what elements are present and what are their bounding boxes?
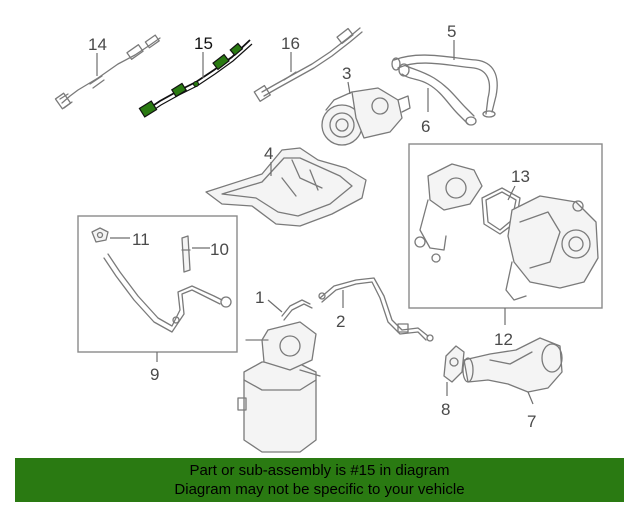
callout-1[interactable]: 1 — [255, 288, 264, 307]
part-11-clip[interactable] — [91, 227, 109, 243]
callout-9[interactable]: 9 — [150, 365, 159, 384]
callout-6[interactable]: 6 — [421, 117, 430, 136]
part-6-hose[interactable] — [398, 63, 477, 126]
parts-diagram: 14 15 16 3 5 — [54, 22, 603, 453]
part-12-assembly[interactable] — [414, 163, 483, 263]
part-info-banner: Part or sub-assembly is #15 in diagram D… — [15, 458, 624, 502]
callout-4[interactable]: 4 — [264, 144, 273, 163]
part-8-gasket[interactable] — [443, 345, 465, 383]
part-14-sensor[interactable] — [54, 34, 161, 110]
callout-13[interactable]: 13 — [511, 167, 530, 186]
leader-3 — [347, 81, 351, 95]
leader-1 — [267, 299, 283, 313]
leader-13 — [507, 185, 516, 201]
callout-8[interactable]: 8 — [441, 400, 450, 419]
callout-10[interactable]: 10 — [210, 240, 229, 259]
callout-5[interactable]: 5 — [447, 22, 456, 41]
part-canister[interactable] — [237, 321, 321, 453]
part-3-pump[interactable] — [321, 87, 411, 146]
callout-3[interactable]: 3 — [342, 64, 351, 83]
callout-16[interactable]: 16 — [281, 34, 300, 53]
banner-line-part: Part or sub-assembly is #15 in diagram — [189, 462, 450, 479]
part-7-elbow[interactable] — [462, 337, 563, 393]
banner-line-disclaimer: Diagram may not be specific to your vehi… — [174, 481, 465, 498]
part-2-line[interactable] — [318, 277, 434, 342]
callout-12[interactable]: 12 — [494, 330, 513, 349]
part-12-pump-housing[interactable] — [505, 195, 599, 301]
part-4-shield[interactable] — [205, 147, 367, 227]
leader-7 — [527, 391, 534, 405]
part-9-pipe[interactable] — [103, 253, 232, 333]
callout-7[interactable]: 7 — [527, 412, 536, 431]
part-16-sensor[interactable] — [253, 27, 363, 102]
part-1-hose[interactable] — [281, 299, 313, 321]
callout-15[interactable]: 15 — [194, 34, 213, 53]
callout-2[interactable]: 2 — [336, 312, 345, 331]
callout-11[interactable]: 11 — [132, 230, 150, 249]
part-10-bracket[interactable] — [181, 235, 191, 273]
part-5-hose[interactable] — [391, 54, 498, 118]
callout-14[interactable]: 14 — [88, 35, 107, 54]
part-15-sensor[interactable] — [138, 39, 253, 118]
